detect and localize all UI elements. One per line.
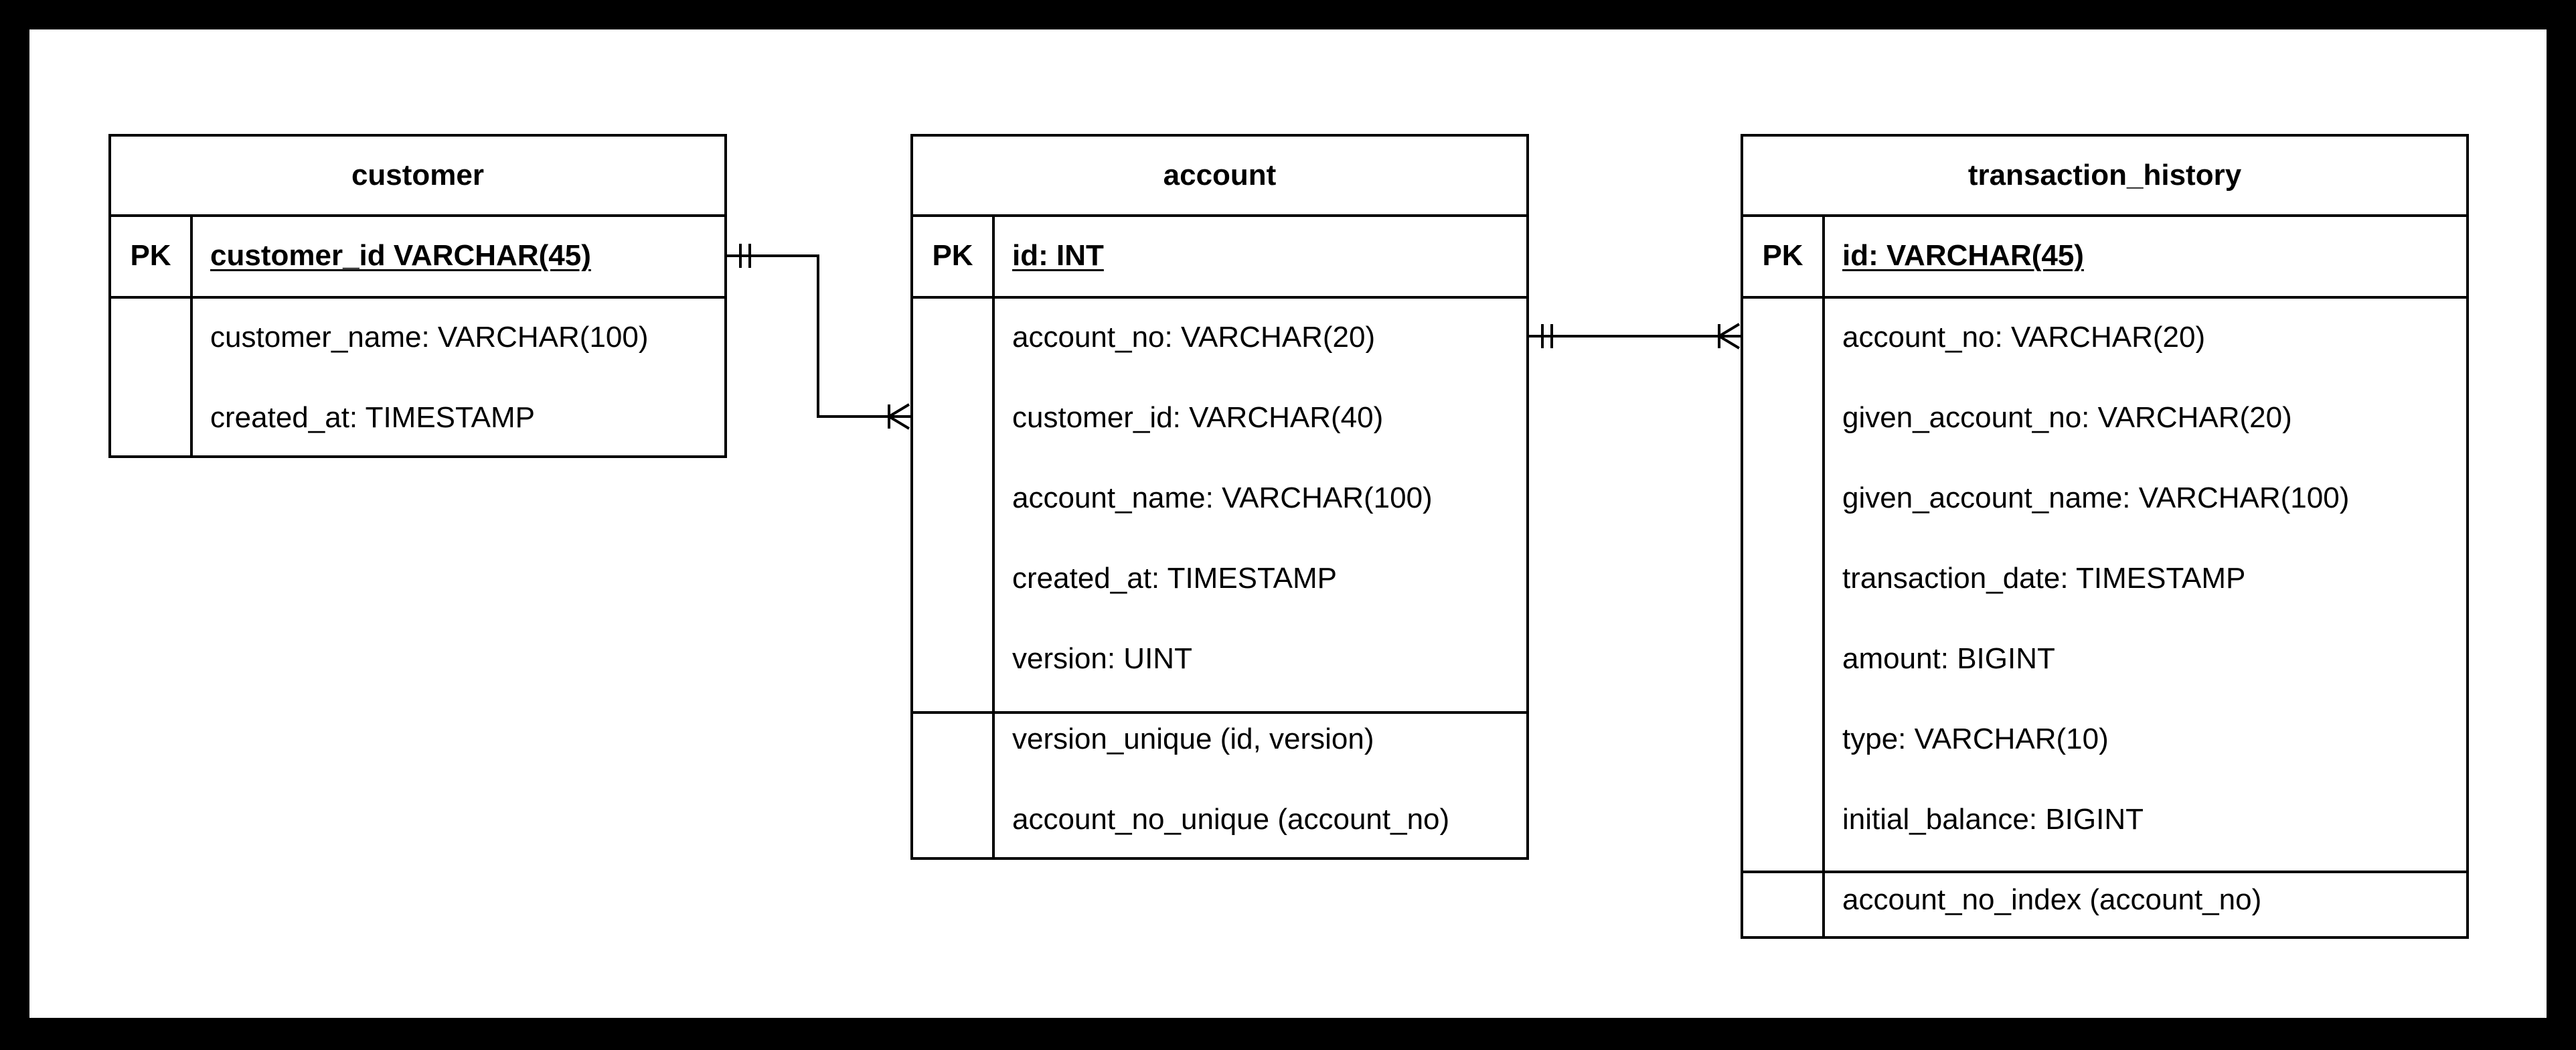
field-row: customer_name: VARCHAR(100) [210,321,649,354]
pk-label: PK [932,239,973,272]
diagram-canvas: customer PK customer_id VARCHAR(45) cust… [29,29,2547,1018]
primary-key-field: id: VARCHAR(45) [1842,239,2084,272]
index-row: account_no_unique (account_no) [1012,803,1450,836]
entity-customer[interactable]: customer PK customer_id VARCHAR(45) cust… [108,134,727,458]
entity-title: account [1163,159,1277,192]
relationship-lines [727,244,1741,430]
relationship-customer-account [727,254,910,418]
field-row: initial_balance: BIGINT [1842,803,2144,836]
index-row: account_no_index (account_no) [1842,883,2262,916]
field-row: amount: BIGINT [1842,642,2055,675]
many-crowfoot-marker [888,403,910,418]
field-row: given_account_name: VARCHAR(100) [1842,481,2350,514]
pk-label: PK [1762,239,1803,272]
entity-account[interactable]: account PK id: INT account_no: VARCHAR(2… [910,134,1529,860]
primary-key-field: id: INT [1012,239,1104,272]
field-row: transaction_date: TIMESTAMP [1842,562,2246,595]
primary-key-field: customer_id VARCHAR(45) [210,239,591,272]
many-crowfoot-marker [1718,323,1741,338]
pk-label: PK [130,239,171,272]
field-row: created_at: TIMESTAMP [1012,562,1337,595]
field-row: created_at: TIMESTAMP [210,401,535,434]
field-row: type: VARCHAR(10) [1842,723,2109,755]
many-crowfoot-marker [888,415,910,430]
entity-title: transaction_history [1967,159,2242,192]
field-row: version: UINT [1012,642,1192,675]
entity-title: customer [351,159,485,192]
field-row: customer_id: VARCHAR(40) [1012,401,1384,434]
field-row: account_no: VARCHAR(20) [1842,321,2206,354]
entity-transaction-history[interactable]: transaction_history PK id: VARCHAR(45) a… [1741,134,2469,939]
field-row: account_no: VARCHAR(20) [1012,321,1376,354]
field-row: account_name: VARCHAR(100) [1012,481,1433,514]
field-row: given_account_no: VARCHAR(20) [1842,401,2292,434]
many-crowfoot-marker [1718,335,1741,350]
index-row: version_unique (id, version) [1012,723,1374,755]
